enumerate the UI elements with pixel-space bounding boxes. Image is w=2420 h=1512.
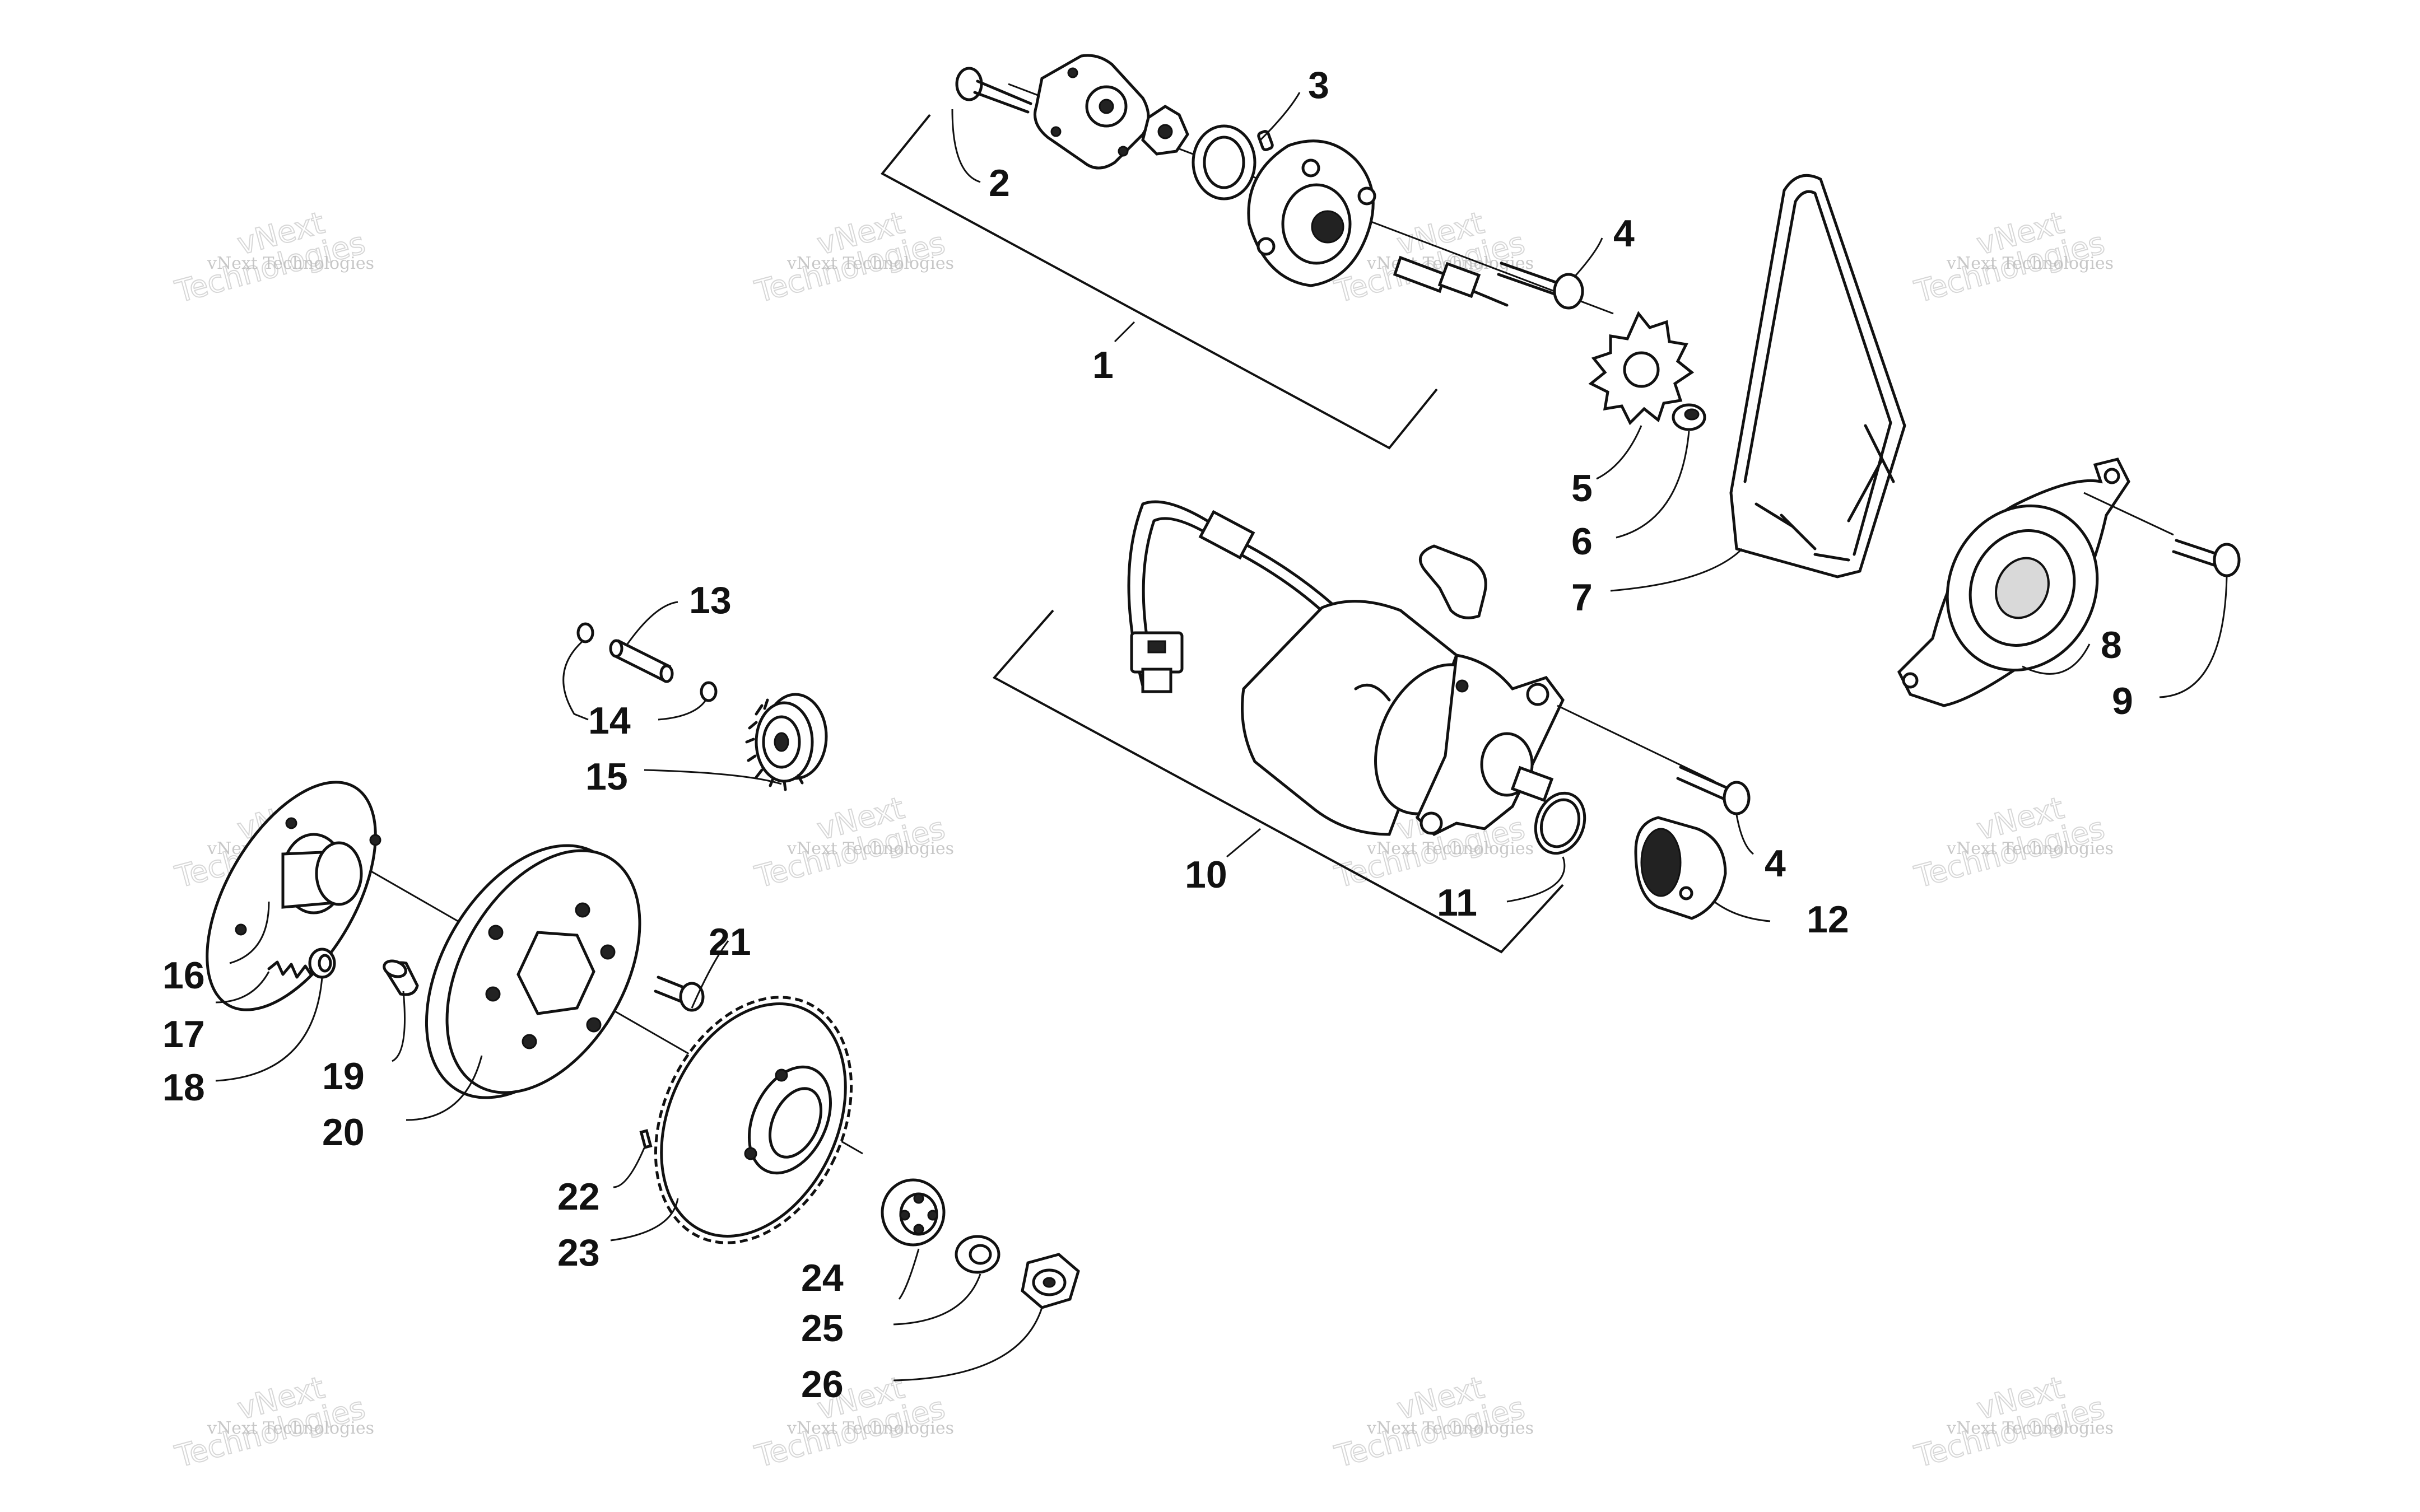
nut-26 bbox=[1021, 1253, 1080, 1309]
driven-gear-23 bbox=[654, 996, 853, 1244]
idler-shaft-13 bbox=[609, 639, 674, 683]
watermark-grid: vNext Technologies vNext Technologies vN… bbox=[171, 204, 2114, 1475]
callout-3: 3 bbox=[1308, 64, 1329, 106]
sprocket-5 bbox=[1588, 311, 1695, 426]
callout-22: 22 bbox=[557, 1175, 600, 1218]
callout-20: 20 bbox=[322, 1111, 365, 1154]
key-22 bbox=[639, 1129, 653, 1149]
leader-lines bbox=[215, 92, 2228, 1382]
bolt-4-lower bbox=[1676, 766, 1751, 815]
svg-text:vNext Technologies: vNext Technologies bbox=[1366, 1418, 1534, 1438]
svg-text:vNext Technologies: vNext Technologies bbox=[787, 839, 954, 858]
callout-12: 12 bbox=[1807, 898, 1849, 941]
o-ring-14-lower bbox=[700, 681, 718, 702]
watermark: vNext Technologies vNext Technologies bbox=[751, 790, 954, 895]
watermark: vNext Technologies vNext Technologies bbox=[1910, 1369, 2114, 1475]
callout-labels: 1 2 3 4 4 5 6 7 8 9 10 11 12 13 14 15 16… bbox=[162, 64, 2133, 1406]
callout-17: 17 bbox=[162, 1013, 205, 1056]
callout-7: 7 bbox=[1571, 576, 1593, 619]
bracket-item-10 bbox=[992, 609, 1564, 954]
starter-motor-assembly bbox=[992, 500, 1751, 954]
watermark: vNext Technologies vNext Technologies bbox=[751, 204, 954, 310]
callout-13: 13 bbox=[689, 579, 732, 622]
starter-motor-body bbox=[1241, 600, 1565, 837]
pump-shaft bbox=[1393, 255, 1509, 307]
svg-text:vNext Technologies: vNext Technologies bbox=[787, 1418, 954, 1438]
bracket-item-1 bbox=[880, 114, 1438, 450]
watermark: vNext Technologies vNext Technologies bbox=[1910, 790, 2114, 895]
spring-17 bbox=[267, 960, 313, 979]
watermark: vNext Technologies vNext Technologies bbox=[171, 1369, 374, 1475]
terminal-boot bbox=[1419, 544, 1487, 619]
svg-text:vNext Technologies: vNext Technologies bbox=[1946, 839, 2114, 858]
o-ring-14-upper bbox=[576, 622, 594, 643]
callout-10: 10 bbox=[1185, 853, 1227, 896]
wire-connector bbox=[1130, 631, 1184, 693]
callout-2: 2 bbox=[989, 162, 1010, 204]
callout-4-lower: 4 bbox=[1765, 842, 1786, 885]
callout-15: 15 bbox=[585, 755, 628, 798]
callout-4-upper: 4 bbox=[1613, 212, 1635, 255]
svg-text:vNext Technologies: vNext Technologies bbox=[1366, 839, 1534, 858]
plunger-18 bbox=[308, 948, 336, 979]
clutch-housing-20 bbox=[425, 844, 641, 1099]
pump-body bbox=[1247, 139, 1376, 287]
callout-14: 14 bbox=[588, 699, 631, 742]
watermark: vNext Technologies vNext Technologies bbox=[1910, 204, 2114, 310]
watermark: vNext Technologies vNext Technologies bbox=[1330, 1369, 1534, 1475]
callout-23: 23 bbox=[557, 1231, 600, 1274]
callout-1: 1 bbox=[1092, 344, 1114, 386]
bolt-21 bbox=[654, 976, 705, 1012]
svg-text:vNext Technologies: vNext Technologies bbox=[787, 254, 954, 273]
chain-7 bbox=[1729, 174, 1906, 578]
end-cap-12 bbox=[1634, 816, 1727, 920]
idler-gear-15 bbox=[745, 693, 828, 791]
starter-driven-gear-assembly bbox=[639, 996, 1080, 1309]
svg-text:vNext Technologies: vNext Technologies bbox=[1946, 254, 2114, 273]
svg-text:vNext Technologies: vNext Technologies bbox=[207, 1418, 374, 1438]
bolt-4-upper bbox=[1497, 262, 1584, 310]
callout-8: 8 bbox=[2101, 624, 2122, 666]
cover-plate-8 bbox=[1897, 458, 2130, 707]
svg-text:vNext Technologies: vNext Technologies bbox=[207, 254, 374, 273]
watermark: vNext Technologies vNext Technologies bbox=[751, 1369, 954, 1475]
callout-16: 16 bbox=[162, 954, 205, 997]
bolt-9 bbox=[2083, 492, 2241, 577]
callout-18: 18 bbox=[162, 1066, 205, 1109]
callout-5: 5 bbox=[1571, 467, 1593, 510]
watermark: vNext Technologies vNext Technologies bbox=[171, 204, 374, 310]
washer-25 bbox=[955, 1235, 1000, 1274]
roller-19 bbox=[383, 959, 419, 996]
callout-9: 9 bbox=[2112, 680, 2133, 722]
sprocket-chain bbox=[1588, 174, 1906, 578]
callout-26: 26 bbox=[801, 1363, 844, 1406]
callout-25: 25 bbox=[801, 1307, 844, 1350]
inner-rotor bbox=[1141, 105, 1189, 156]
callout-6: 6 bbox=[1571, 520, 1593, 563]
callout-21: 21 bbox=[709, 921, 751, 963]
pump-cover-plate bbox=[1034, 54, 1150, 170]
o-ring-11 bbox=[1534, 791, 1586, 855]
callout-19: 19 bbox=[322, 1055, 365, 1098]
outer-rotor bbox=[1192, 124, 1256, 200]
svg-text:vNext Technologies: vNext Technologies bbox=[1946, 1418, 2114, 1438]
callout-11: 11 bbox=[1437, 881, 1477, 924]
bolt-2 bbox=[955, 67, 1032, 114]
bearing-24 bbox=[881, 1178, 946, 1247]
pin-3 bbox=[1257, 130, 1274, 151]
nut-6 bbox=[1672, 403, 1706, 431]
oil-pump-assembly bbox=[880, 54, 1614, 450]
callout-24: 24 bbox=[801, 1257, 844, 1299]
